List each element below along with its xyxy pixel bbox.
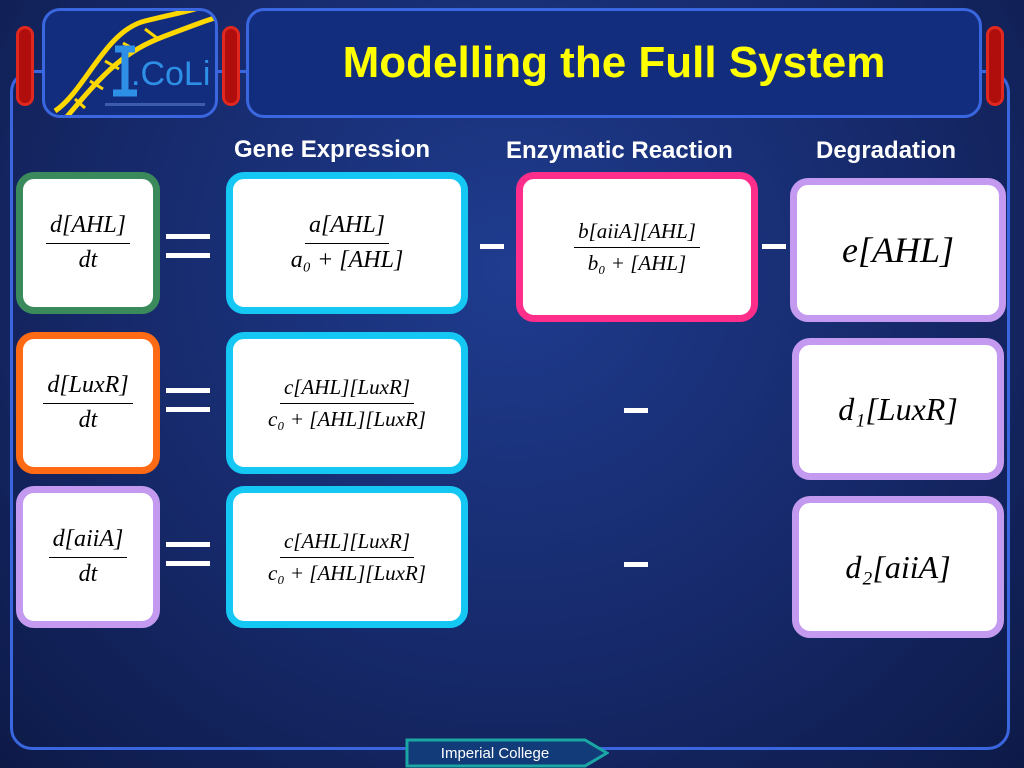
title-box: Modelling the Full System (246, 8, 982, 118)
logo: .CoLi (42, 8, 218, 118)
equals-sign (166, 542, 210, 566)
column-header-degradation: Degradation (816, 137, 957, 164)
enzyme-numerator: b[aiiA][AHL] (574, 219, 700, 248)
footer-label: Imperial College (440, 744, 550, 762)
gene-numerator: c[AHL][LuxR] (279, 529, 414, 558)
minus-sign (624, 408, 648, 413)
enzyme-denominator: b₀ + [AHL] (587, 250, 687, 275)
equals-sign (166, 388, 210, 412)
left-pill-decoration (16, 26, 34, 106)
lhs-fraction-aiia: d[aiiA] dt (48, 526, 128, 588)
lhs-box-ahl: d[AHL] dt (16, 172, 160, 314)
minus-sign (624, 562, 648, 567)
degradation-term-ahl: e[AHL] (841, 230, 954, 270)
gene-fraction-luxr: c[AHL][LuxR] c₀ + [AHL][LuxR] (264, 375, 430, 430)
lhs-box-luxr: d[LuxR] dt (16, 332, 160, 474)
lhs-fraction-ahl: d[AHL] dt (45, 212, 131, 274)
logo-text: .CoLi (131, 55, 211, 93)
lhs-denominator: dt (78, 246, 98, 273)
equals-sign (166, 234, 210, 258)
footer-tab: Imperial College (405, 738, 609, 768)
degradation-box-ahl: e[AHL] (790, 178, 1006, 322)
slide-title: Modelling the Full System (342, 38, 886, 87)
gene-fraction-aiia: c[AHL][LuxR] c₀ + [AHL][LuxR] (264, 529, 430, 584)
lhs-fraction-luxr: d[LuxR] dt (43, 372, 133, 434)
lhs-numerator: d[aiiA] (48, 526, 128, 558)
gene-fraction-ahl: a[AHL] a₀ + [AHL] (287, 212, 408, 274)
minus-sign (480, 244, 504, 249)
degradation-term-aiia: d₂[aiiA] (845, 548, 951, 585)
right-pill-decoration (986, 26, 1004, 106)
enzyme-fraction-ahl: b[aiiA][AHL] b₀ + [AHL] (574, 219, 700, 275)
enzymatic-reaction-box-ahl: b[aiiA][AHL] b₀ + [AHL] (516, 172, 758, 322)
gene-expression-box-ahl: a[AHL] a₀ + [AHL] (226, 172, 468, 314)
gene-numerator: c[AHL][LuxR] (279, 375, 414, 404)
column-header-gene-expression: Gene Expression (234, 136, 431, 163)
lhs-denominator: dt (78, 406, 98, 433)
lhs-numerator: d[LuxR] (43, 372, 133, 404)
dna-helix-icon (53, 11, 215, 115)
lhs-denominator: dt (78, 560, 98, 587)
middle-pill-decoration (222, 26, 240, 106)
gene-denominator: a₀ + [AHL] (290, 246, 404, 273)
minus-sign (762, 244, 786, 249)
gene-expression-box-aiia: c[AHL][LuxR] c₀ + [AHL][LuxR] (226, 486, 468, 628)
degradation-term-luxr: d₁[LuxR] (838, 390, 958, 427)
footer-arrow-shape (405, 738, 609, 768)
lhs-box-aiia: d[aiiA] dt (16, 486, 160, 628)
gene-numerator: a[AHL] (304, 212, 390, 244)
gene-denominator: c₀ + [AHL][LuxR] (268, 560, 426, 585)
imperial-igem-logo (105, 103, 205, 106)
column-header-enzymatic-reaction: Enzymatic Reaction (506, 137, 733, 164)
degradation-box-aiia: d₂[aiiA] (792, 496, 1004, 638)
gene-denominator: c₀ + [AHL][LuxR] (268, 406, 426, 431)
degradation-box-luxr: d₁[LuxR] (792, 338, 1004, 480)
lhs-numerator: d[AHL] (45, 212, 131, 244)
gene-expression-box-luxr: c[AHL][LuxR] c₀ + [AHL][LuxR] (226, 332, 468, 474)
